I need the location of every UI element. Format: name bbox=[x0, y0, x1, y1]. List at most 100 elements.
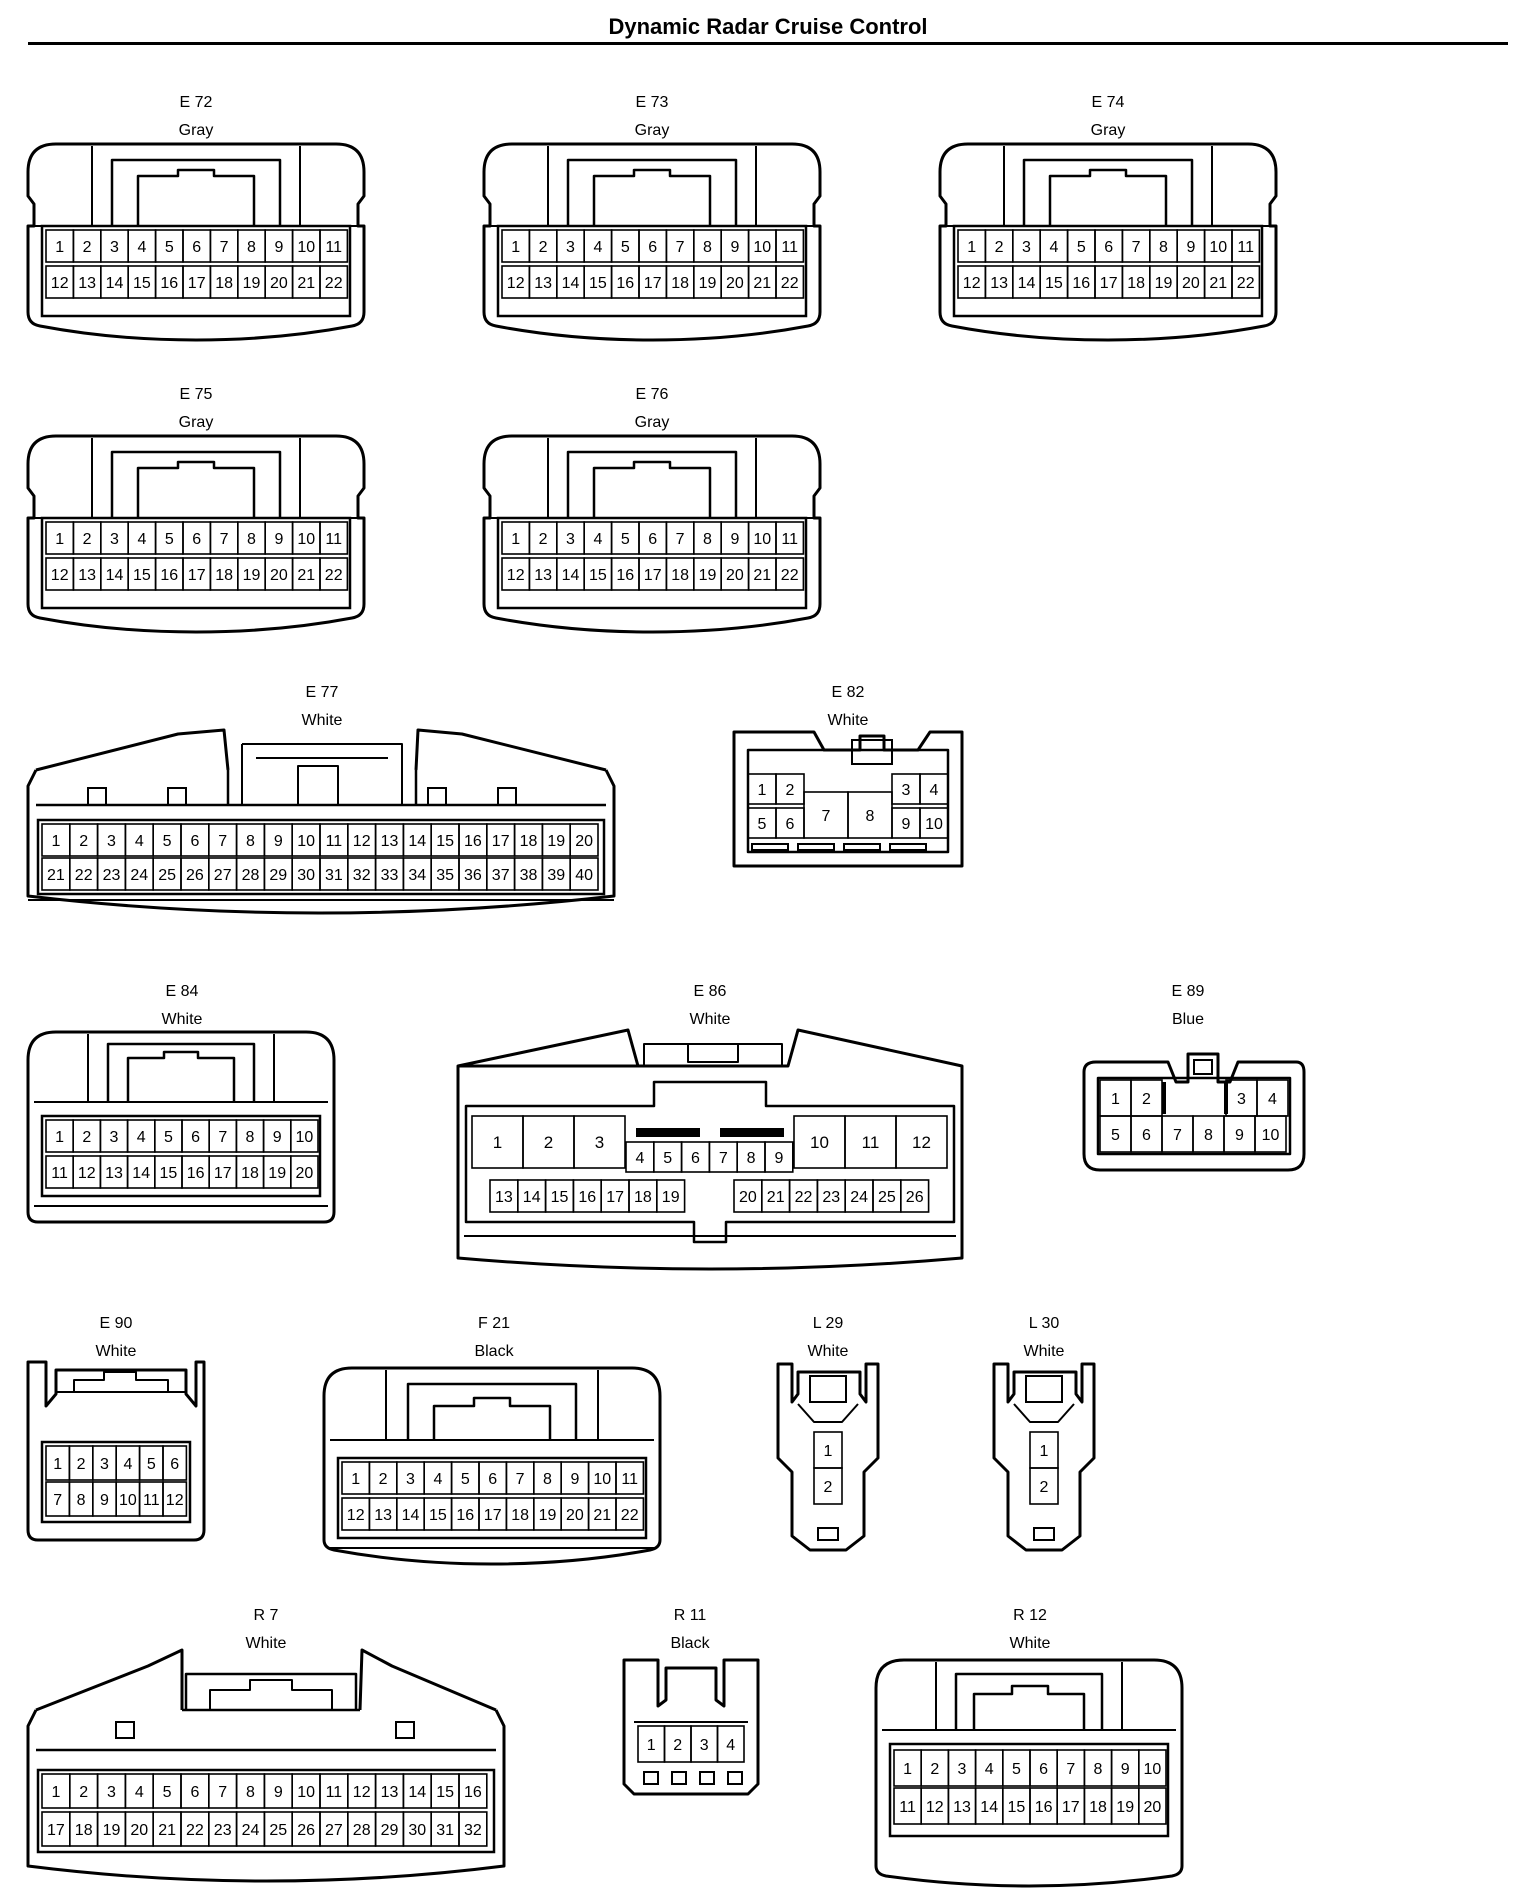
pin-number: 5 bbox=[1111, 1127, 1120, 1144]
pin-number: 5 bbox=[163, 833, 172, 850]
pin-number: 13 bbox=[381, 833, 399, 850]
pin-number: 20 bbox=[726, 275, 744, 292]
pin-cell bbox=[319, 557, 349, 591]
pin-number: 4 bbox=[593, 239, 602, 256]
connector-color: White bbox=[162, 1011, 203, 1028]
pin-cell bbox=[569, 823, 599, 857]
pin-number: 12 bbox=[912, 1133, 931, 1152]
pin-number: 21 bbox=[297, 567, 315, 584]
pin-number: 5 bbox=[164, 1129, 173, 1146]
pin-number: 24 bbox=[130, 867, 148, 884]
pin-number: 16 bbox=[160, 275, 178, 292]
pin-cell bbox=[813, 1467, 843, 1505]
pin-number: 4 bbox=[635, 1150, 644, 1167]
pin-number: 26 bbox=[297, 1822, 315, 1839]
pin-number: 21 bbox=[47, 867, 65, 884]
pin-number: 4 bbox=[137, 1129, 146, 1146]
pin-cell bbox=[775, 229, 805, 263]
pin-number: 5 bbox=[163, 1784, 172, 1801]
pin-number: 16 bbox=[187, 1165, 205, 1182]
pin-number: 5 bbox=[165, 531, 174, 548]
pin-number: 26 bbox=[906, 1189, 924, 1206]
pin-number: 6 bbox=[1104, 239, 1113, 256]
pin-number: 9 bbox=[100, 1492, 109, 1509]
pin-number: 14 bbox=[980, 1799, 998, 1816]
pin-number: 12 bbox=[353, 833, 371, 850]
pin-number: 3 bbox=[107, 1784, 116, 1801]
pin-number: 15 bbox=[1045, 275, 1063, 292]
pin-number: 2 bbox=[79, 833, 88, 850]
pin-number: 10 bbox=[297, 531, 315, 548]
pin-number: 26 bbox=[186, 867, 204, 884]
pin-number: 17 bbox=[188, 567, 206, 584]
pin-number: 20 bbox=[739, 1189, 757, 1206]
pin-number: 4 bbox=[1049, 239, 1058, 256]
pin-number: 4 bbox=[1268, 1091, 1277, 1108]
pin-number: 9 bbox=[570, 1471, 579, 1488]
pin-number: 12 bbox=[507, 275, 525, 292]
connector-color: White bbox=[246, 1635, 287, 1652]
pin-number: 18 bbox=[241, 1165, 259, 1182]
pin-number: 16 bbox=[616, 275, 634, 292]
pin-number: 10 bbox=[1144, 1761, 1162, 1778]
pin-number: 11 bbox=[51, 1165, 68, 1182]
pin-number: 31 bbox=[325, 867, 343, 884]
pin-number: 3 bbox=[1237, 1091, 1246, 1108]
pin-cell bbox=[655, 1179, 686, 1213]
pin-number: 4 bbox=[123, 1456, 132, 1473]
pin-number: 8 bbox=[247, 531, 256, 548]
pin-number: 3 bbox=[902, 782, 911, 799]
connector-color: White bbox=[96, 1343, 137, 1360]
pin-number: 7 bbox=[218, 1129, 227, 1146]
pin-number: 10 bbox=[297, 239, 315, 256]
pin-number: 25 bbox=[878, 1189, 896, 1206]
pin-number: 24 bbox=[850, 1189, 868, 1206]
pin-number: 2 bbox=[379, 1471, 388, 1488]
pin-number: 17 bbox=[1100, 275, 1118, 292]
pin-number: 17 bbox=[188, 275, 206, 292]
connector-color: Black bbox=[474, 1343, 514, 1360]
pin-number: 7 bbox=[1066, 1761, 1075, 1778]
pin-number: 8 bbox=[703, 531, 712, 548]
pin-number: 28 bbox=[353, 1822, 371, 1839]
connector-code: E 77 bbox=[306, 684, 339, 701]
pin-number: 5 bbox=[663, 1150, 672, 1167]
pin-cell bbox=[1138, 1787, 1167, 1825]
pin-number: 9 bbox=[730, 239, 739, 256]
pin-number: 4 bbox=[135, 833, 144, 850]
pin-number: 17 bbox=[644, 275, 662, 292]
pin-number: 14 bbox=[562, 567, 580, 584]
pin-number: 20 bbox=[270, 275, 288, 292]
pin-number: 22 bbox=[795, 1189, 813, 1206]
pin-cell bbox=[775, 773, 805, 805]
pin-number: 10 bbox=[119, 1492, 137, 1509]
pin-number: 3 bbox=[110, 239, 119, 256]
pin-number: 5 bbox=[621, 531, 630, 548]
pin-number: 13 bbox=[990, 275, 1008, 292]
pin-number: 15 bbox=[429, 1507, 447, 1524]
pin-number: 6 bbox=[648, 531, 657, 548]
pin-number: 14 bbox=[106, 567, 124, 584]
pin-number: 13 bbox=[78, 567, 96, 584]
pin-number: 2 bbox=[1040, 1479, 1049, 1496]
pin-cell bbox=[615, 1497, 645, 1531]
pin-number: 11 bbox=[325, 531, 342, 548]
pin-number: 1 bbox=[647, 1737, 656, 1754]
pin-cell bbox=[319, 521, 349, 555]
pin-number: 16 bbox=[464, 1784, 482, 1801]
connector-code: R 11 bbox=[674, 1607, 707, 1624]
pin-number: 19 bbox=[547, 833, 565, 850]
pin-number: 30 bbox=[297, 867, 315, 884]
pin-number: 33 bbox=[381, 867, 399, 884]
connector-code: E 86 bbox=[694, 983, 727, 1000]
pin-number: 2 bbox=[82, 1129, 91, 1146]
pin-number: 22 bbox=[325, 567, 343, 584]
pin-number: 10 bbox=[297, 1784, 315, 1801]
pin-number: 14 bbox=[523, 1189, 541, 1206]
connector-color: Gray bbox=[1091, 122, 1126, 139]
pin-cell bbox=[458, 1773, 488, 1809]
pin-number: 10 bbox=[297, 833, 315, 850]
pin-number: 2 bbox=[539, 239, 548, 256]
